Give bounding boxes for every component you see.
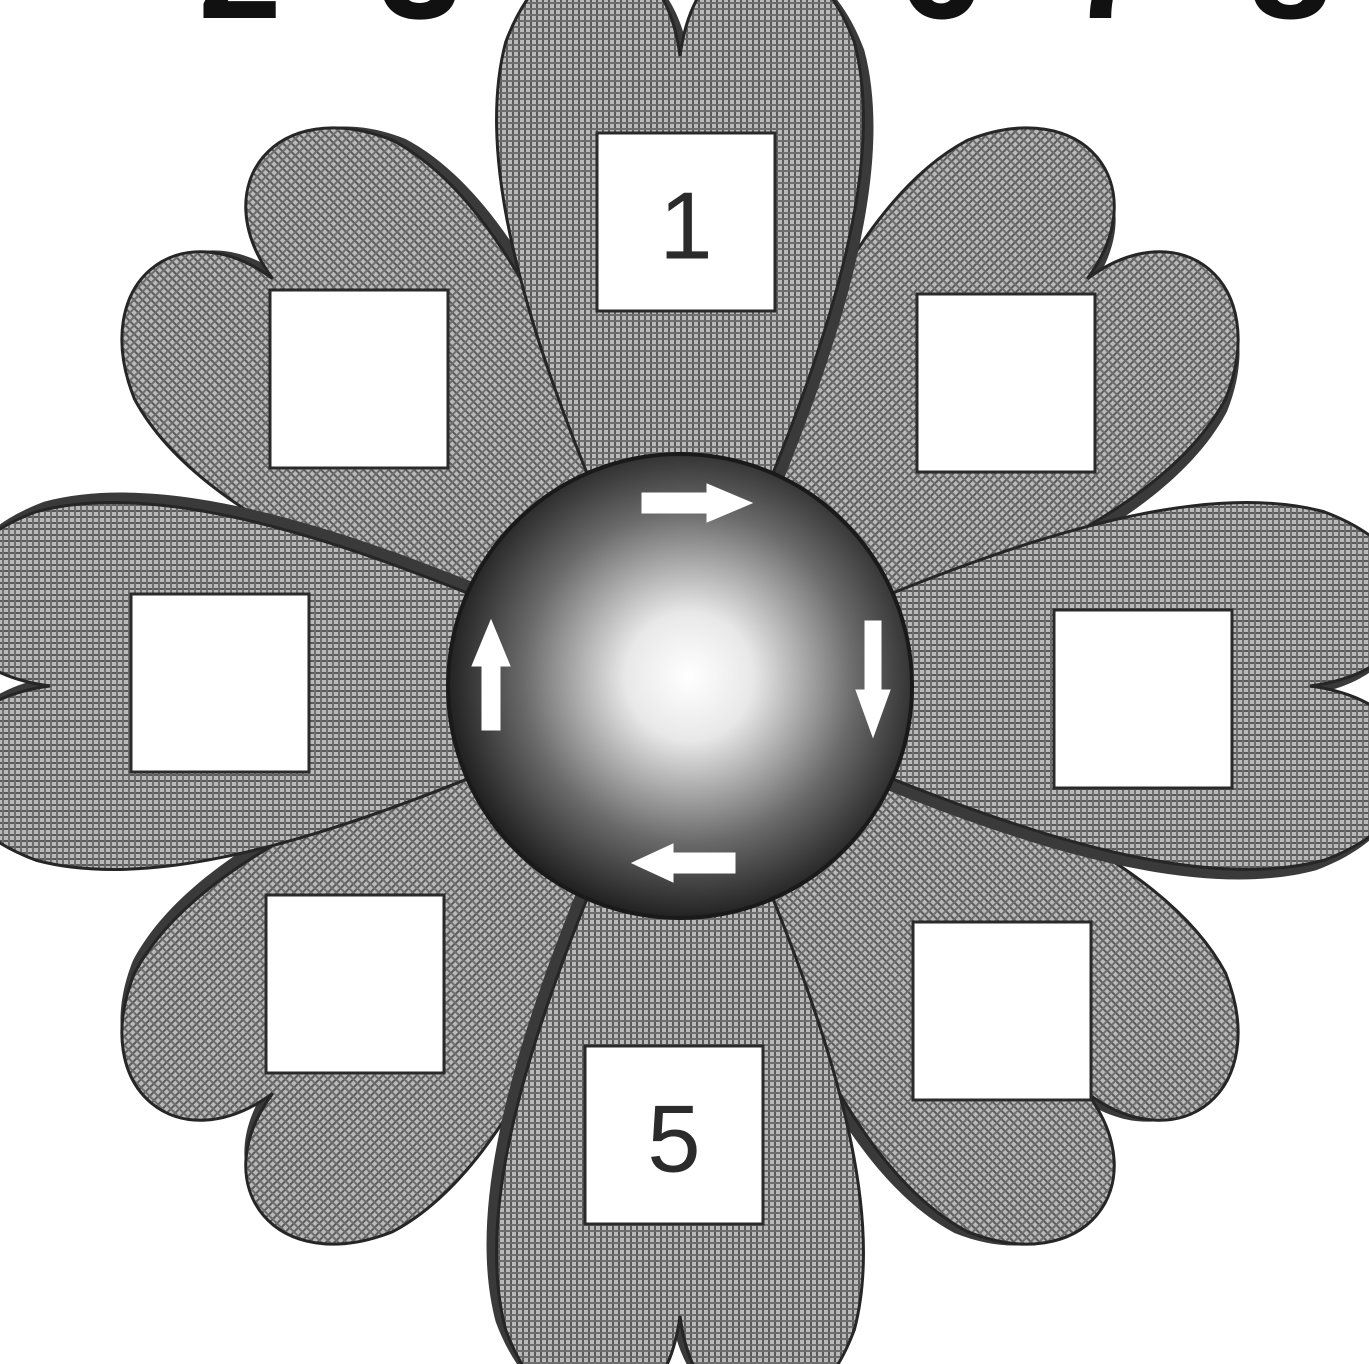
box-top-right[interactable] xyxy=(917,294,1095,472)
box-top-left[interactable] xyxy=(270,290,448,468)
box-bottom-right[interactable] xyxy=(913,922,1091,1100)
box-bottom-label: 5 xyxy=(647,1086,700,1193)
cropped-digit-8: 8 xyxy=(1248,0,1331,50)
cropped-digit-6: 6 xyxy=(898,0,981,50)
cropped-digit-7: 7 xyxy=(1068,0,1151,50)
cropped-digit-3: 3 xyxy=(378,0,461,50)
box-left[interactable] xyxy=(131,594,309,772)
cropped-digit-2: 2 xyxy=(198,0,281,50)
box-top-label: 1 xyxy=(659,173,712,280)
box-right[interactable] xyxy=(1054,610,1232,788)
box-bottom-left[interactable] xyxy=(266,895,444,1073)
flower-center xyxy=(448,454,912,918)
